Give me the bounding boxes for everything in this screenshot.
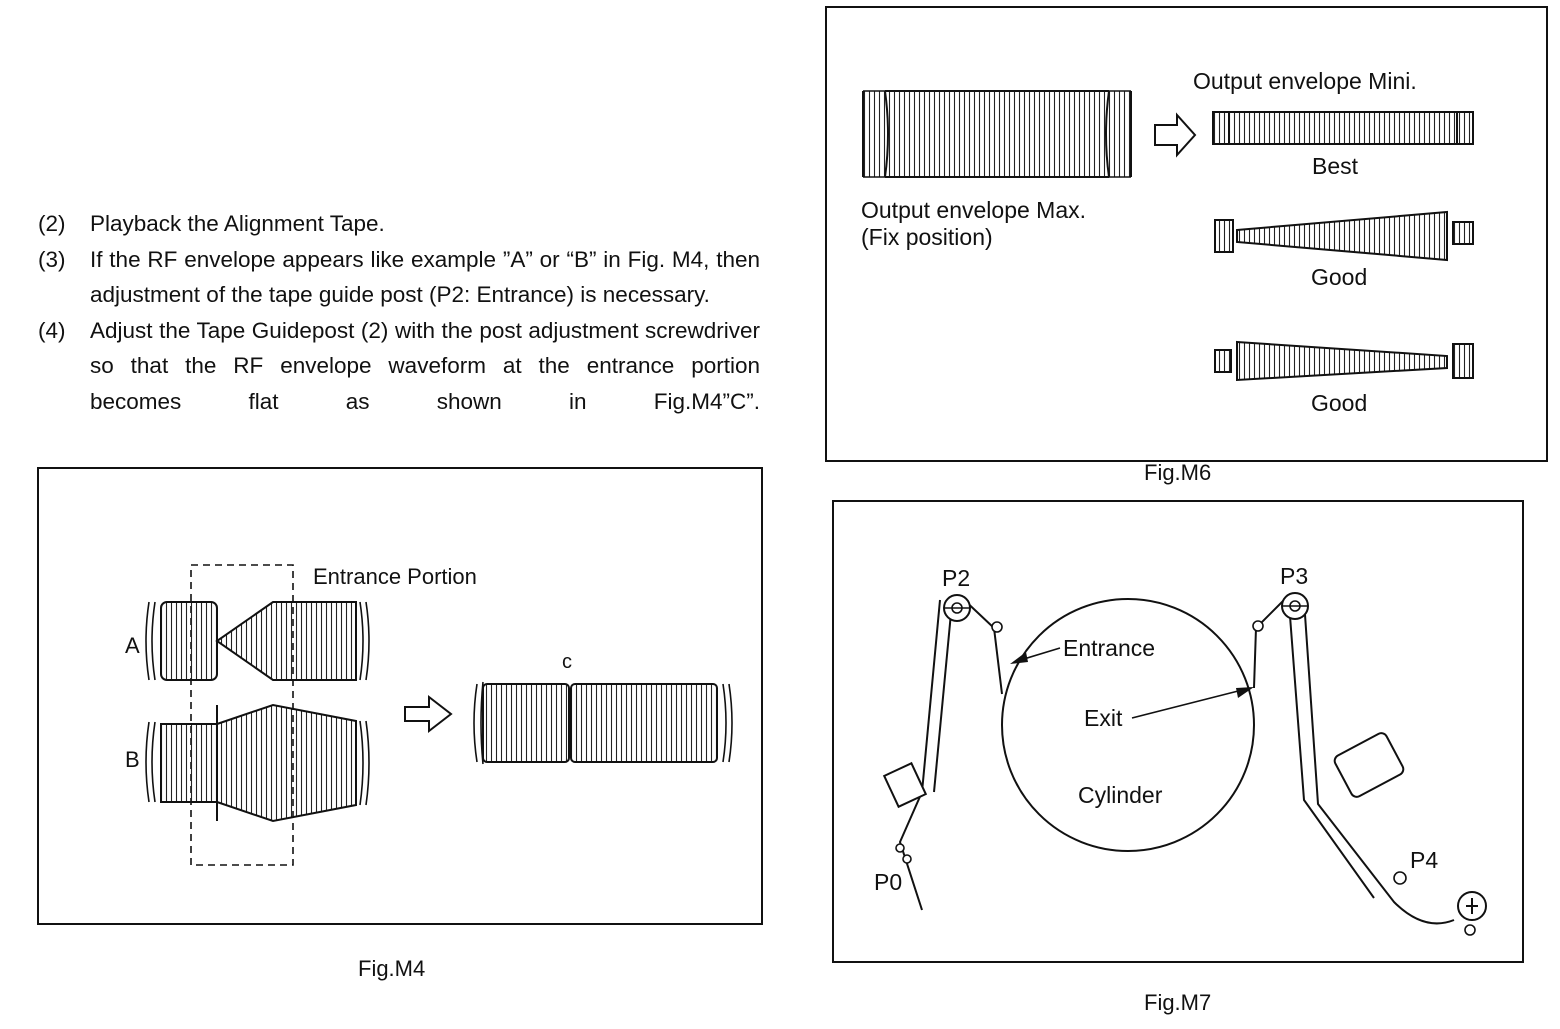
fig-m4-caption: Fig.M4	[358, 956, 426, 981]
cylinder-label: Cylinder	[1078, 782, 1163, 808]
right-head-block	[1333, 732, 1405, 798]
exit-arrow-icon	[1236, 687, 1254, 698]
fig-m4-diagram: Entrance Portion A B c	[125, 564, 733, 866]
arrow-icon	[1154, 112, 1197, 158]
fig-m6-frame: Output envelope Max. (Fix position) Outp…	[825, 6, 1548, 462]
fig-m7-caption: Fig.M7	[1144, 990, 1212, 1015]
step-text: If the RF envelope appears like example …	[90, 246, 760, 308]
rating-good-1: Good	[1311, 264, 1367, 290]
envelope-a	[145, 601, 370, 681]
fig-m7-frame: Cylinder P2 P0 Entrance Exit	[832, 500, 1524, 963]
step-3: (3) If the RF envelope appears like exam…	[38, 242, 760, 313]
step-number: (2)	[38, 211, 66, 236]
cylinder	[1001, 598, 1255, 852]
good-envelope-2	[1214, 340, 1474, 382]
p0-pin-a	[895, 843, 905, 853]
fig-m6-diagram: Output envelope Max. (Fix position) Outp…	[861, 68, 1474, 416]
fig-m6-caption: Fig.M6	[1144, 460, 1212, 485]
p4-guide-pin	[1393, 871, 1407, 885]
step-text: Playback the Alignment Tape.	[90, 211, 385, 236]
p3-guide-pin	[1252, 620, 1264, 632]
step-number: (3)	[38, 246, 66, 272]
max-label-line1: Output envelope Max.	[861, 197, 1086, 223]
step-text: Adjust the Tape Guidepost (2) with the p…	[90, 317, 760, 414]
label-b: B	[125, 747, 140, 772]
exit-label: Exit	[1084, 705, 1123, 731]
entrance-arrow-icon	[1010, 652, 1028, 664]
arrow-icon	[404, 694, 453, 734]
envelope-c	[473, 681, 733, 765]
pinch-roller	[1464, 924, 1476, 936]
rating-good-2: Good	[1311, 390, 1367, 416]
p4-label: P4	[1410, 847, 1438, 873]
entrance-portion-label: Entrance Portion	[313, 564, 477, 589]
max-envelope	[862, 90, 1132, 178]
envelope-b	[145, 703, 370, 823]
procedure-steps: (2) Playback the Alignment Tape. (3) If …	[38, 206, 760, 419]
p2-guide-pin	[991, 621, 1003, 633]
best-envelope	[1212, 111, 1474, 145]
rating-best: Best	[1312, 153, 1359, 179]
label-c: c	[562, 651, 572, 673]
left-head-block	[882, 761, 928, 809]
p2-label: P2	[942, 565, 970, 591]
p3-label: P3	[1280, 563, 1308, 589]
step-4: (4) Adjust the Tape Guidepost (2) with t…	[38, 313, 760, 420]
p0-pin-b	[902, 854, 912, 864]
max-label-line2: (Fix position)	[861, 224, 993, 250]
fig-m4-frame: Entrance Portion A B c	[37, 467, 763, 925]
p0-label: P0	[874, 869, 902, 895]
step-number: (4)	[38, 317, 66, 343]
fig-m7-diagram: Cylinder P2 P0 Entrance Exit	[874, 563, 1487, 936]
min-label: Output envelope Mini.	[1193, 68, 1417, 94]
good-envelope-1	[1214, 210, 1474, 262]
label-a: A	[125, 633, 140, 658]
left-tape-path	[898, 595, 1003, 911]
entrance-label: Entrance	[1063, 635, 1155, 661]
step-2: (2) Playback the Alignment Tape.	[38, 206, 760, 242]
